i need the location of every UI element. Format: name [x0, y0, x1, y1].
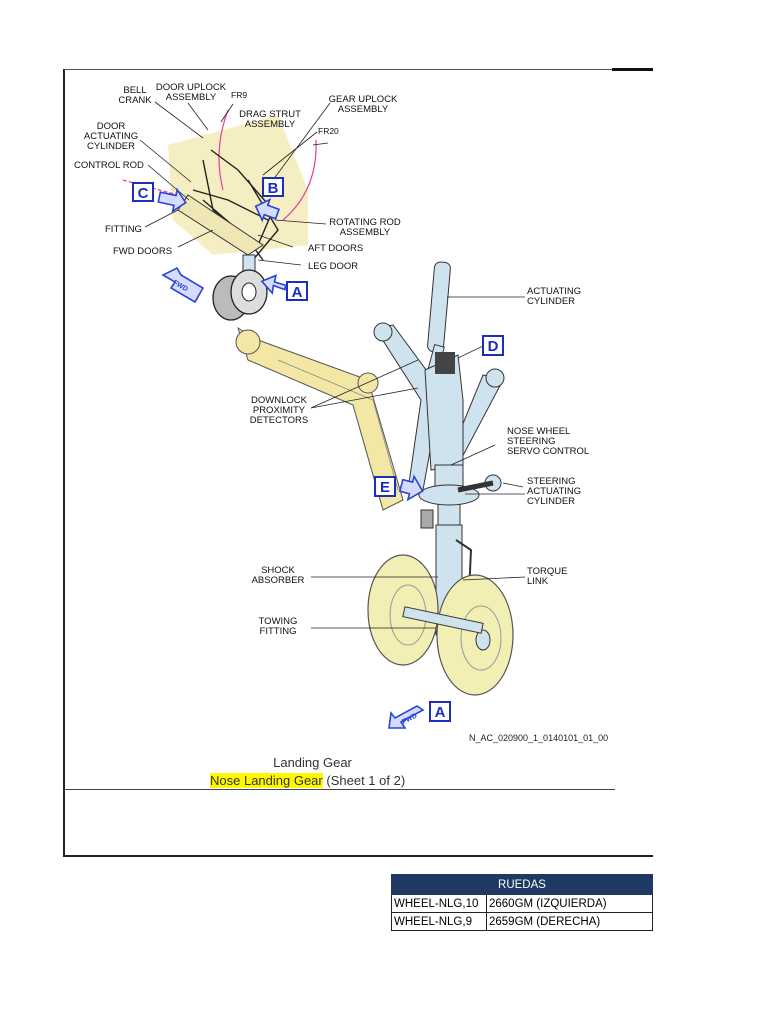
caption-sheet: Nose Landing Gear (Sheet 1 of 2): [210, 773, 405, 788]
svg-text:D: D: [488, 338, 499, 355]
label-shock-absorber-1: SHOCK: [261, 565, 295, 576]
detail-box-d: D: [457, 335, 504, 359]
label-bell-crank-1: BELL: [123, 85, 146, 96]
figure-frame: [63, 69, 653, 857]
label-fr9: FR9: [231, 90, 247, 100]
label-door-uplock-2: ASSEMBLY: [166, 92, 217, 103]
label-fwd-doors: FWD DOORS: [113, 246, 172, 257]
label-nws-3: SERVO CONTROL: [507, 446, 589, 457]
table-row: WHEEL-NLG,10 2660GM (IZQUIERDA): [391, 894, 653, 913]
label-downlock-2: PROXIMITY: [253, 405, 306, 416]
label-actuating-cylinder-2: CYLINDER: [527, 296, 575, 307]
label-shock-absorber-2: ABSORBER: [252, 575, 305, 586]
label-steering-actuating-3: CYLINDER: [527, 496, 575, 507]
label-steering-actuating-2: ACTUATING: [527, 486, 581, 497]
label-leg-door: LEG DOOR: [308, 261, 358, 272]
wheel-value: 2660GM (IZQUIERDA): [486, 894, 653, 913]
ruedas-table: RUEDAS WHEEL-NLG,10 2660GM (IZQUIERDA) W…: [391, 874, 653, 931]
frame-corner-mark: [612, 68, 653, 71]
wheel-part: WHEEL-NLG,9: [391, 912, 487, 931]
fwd-arrow-top: FWD: [161, 266, 205, 304]
label-fr20: FR20: [318, 126, 339, 136]
label-rotating-rod-2: ASSEMBLY: [340, 227, 391, 238]
label-nws-1: NOSE WHEEL: [507, 426, 570, 437]
detail-box-c: C: [132, 182, 187, 213]
svg-text:A: A: [292, 284, 303, 301]
wheel-part: WHEEL-NLG,10: [391, 894, 487, 913]
detail-box-a-top: A: [260, 274, 308, 301]
svg-text:A: A: [435, 704, 446, 721]
label-drag-strut-1: DRAG STRUT: [239, 109, 301, 120]
detail-box-e: E: [374, 474, 424, 502]
caption-title: Landing Gear: [273, 755, 352, 770]
label-nws-2: STEERING: [507, 436, 556, 447]
ruedas-header: RUEDAS: [391, 874, 653, 895]
label-door-actuating-2: ACTUATING: [84, 131, 138, 142]
detail-box-b: B: [254, 177, 284, 223]
label-downlock-3: DETECTORS: [250, 415, 308, 426]
caption-sheet-number: (Sheet 1 of 2): [326, 773, 406, 788]
label-gear-uplock-1: GEAR UPLOCK: [329, 94, 398, 105]
label-torque-link-2: LINK: [527, 576, 549, 587]
table-row: WHEEL-NLG,9 2659GM (DERECHA): [391, 912, 653, 931]
main-gear-illustration: [235, 261, 514, 696]
label-actuating-cylinder-1: ACTUATING: [527, 286, 581, 297]
svg-text:E: E: [380, 479, 390, 496]
label-aft-doors: AFT DOORS: [308, 243, 363, 254]
caption-highlight: Nose Landing Gear: [210, 773, 323, 788]
label-steering-actuating-1: STEERING: [527, 476, 576, 487]
label-downlock-1: DOWNLOCK: [251, 395, 308, 406]
label-towing-fitting-2: FITTING: [260, 626, 297, 637]
label-door-uplock-1: DOOR UPLOCK: [156, 82, 227, 93]
detail-box-a-bottom: A FWD: [388, 701, 451, 729]
wheel-value: 2659GM (DERECHA): [486, 912, 653, 931]
label-door-actuating-3: CYLINDER: [87, 141, 135, 152]
label-rotating-rod-1: ROTATING ROD: [329, 217, 401, 228]
label-bell-crank-2: CRANK: [118, 95, 152, 106]
label-fitting: FITTING: [105, 224, 142, 235]
svg-text:B: B: [268, 180, 279, 197]
label-control-rod: CONTROL ROD: [74, 160, 144, 171]
label-door-actuating-1: DOOR: [97, 121, 126, 132]
label-drag-strut-2: ASSEMBLY: [245, 119, 296, 130]
label-torque-link-1: TORQUE: [527, 566, 567, 577]
label-gear-uplock-2: ASSEMBLY: [338, 104, 389, 115]
drawing-reference-id: N_AC_020900_1_0140101_01_00: [469, 733, 609, 743]
caption-rule: [63, 789, 615, 790]
svg-text:C: C: [138, 185, 149, 202]
leader-lines: [139, 101, 526, 629]
label-towing-fitting-1: TOWING: [259, 616, 298, 627]
